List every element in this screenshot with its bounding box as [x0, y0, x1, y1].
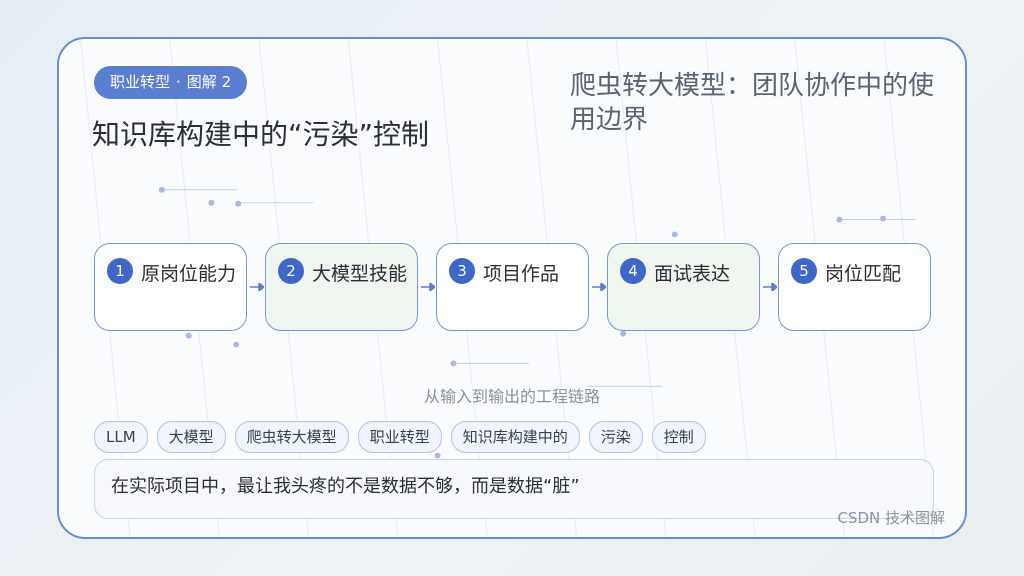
arrow-right-icon: [250, 283, 264, 291]
arrow-right-icon: [763, 283, 777, 291]
tag-chip[interactable]: 污染: [588, 421, 643, 453]
main-title: 知识库构建中的“污染”控制: [92, 118, 430, 151]
figure-badge: 职业转型 · 图解 2: [94, 66, 248, 99]
step-number: 2: [278, 258, 304, 284]
arrow-right-icon: [592, 283, 606, 291]
step-number: 3: [449, 258, 475, 284]
step-label: 项目作品: [483, 263, 560, 285]
tag-chip[interactable]: 大模型: [156, 421, 226, 453]
diagram-card: 职业转型 · 图解 2 知识库构建中的“污染”控制 爬虫转大模型：团队协作中的使用边…: [57, 37, 967, 539]
tag-chip[interactable]: 知识库构建中的: [450, 421, 580, 453]
tag-chip[interactable]: 控制: [651, 421, 706, 453]
step-label: 岗位匹配: [825, 263, 902, 285]
badge-separator: ·: [176, 73, 181, 91]
step-card: 4 面试表达: [607, 243, 760, 331]
badge-figure-number: 图解 2: [186, 73, 232, 91]
step-label: 原岗位能力: [141, 263, 237, 285]
step-card: 3 项目作品: [436, 243, 589, 331]
badge-category: 职业转型: [110, 73, 171, 91]
tag-list: LLM 大模型 爬虫转大模型 职业转型 知识库构建中的 污染 控制: [94, 421, 706, 453]
side-title: 爬虫转大模型：团队协作中的使用边界: [570, 71, 935, 135]
arrow-right-icon: [421, 283, 435, 291]
step-card: 2 大模型技能: [265, 243, 418, 331]
tag-chip[interactable]: LLM: [94, 421, 148, 453]
step-card: 5 岗位匹配: [778, 243, 931, 331]
step-number: 4: [620, 258, 646, 284]
tag-chip[interactable]: 职业转型: [357, 421, 442, 453]
process-flow: 1 原岗位能力 2 大模型技能 3 项目作品 4 面试表达 5 岗位匹配: [59, 39, 965, 537]
step-card: 1 原岗位能力: [94, 243, 247, 331]
quote-box: 在实际项目中，最让我头疼的不是数据不够，而是数据“脏”: [94, 459, 934, 519]
flow-caption: 从输入到输出的工程链路: [423, 387, 600, 406]
step-label: 面试表达: [654, 263, 731, 285]
footer-credit: CSDN 技术图解: [837, 509, 945, 527]
tag-chip[interactable]: 爬虫转大模型: [234, 421, 349, 453]
step-number: 1: [107, 258, 133, 284]
step-number: 5: [791, 258, 817, 284]
step-label: 大模型技能: [312, 263, 408, 285]
